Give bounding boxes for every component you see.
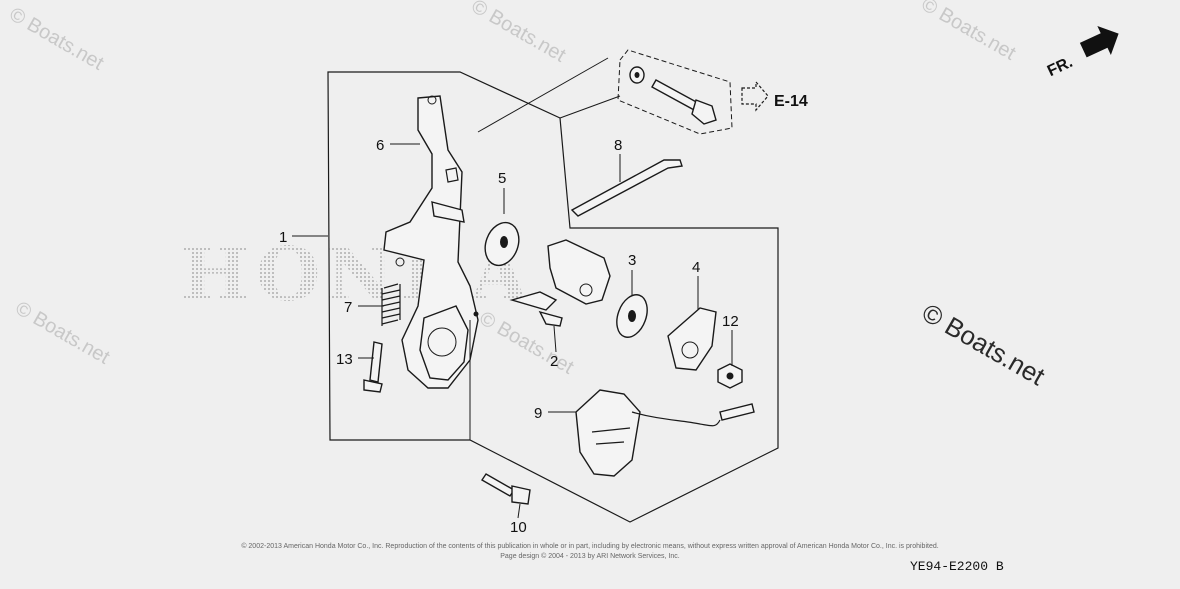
control-knob-part <box>575 389 641 477</box>
cable-part <box>631 411 721 427</box>
callout-5: 5 <box>498 170 506 187</box>
callout-3: 3 <box>628 252 636 269</box>
brand-watermark: HONDA <box>180 232 534 318</box>
spring-part <box>381 283 401 326</box>
callout-13: 13 <box>336 351 353 368</box>
callout-labels: 1 6 5 8 7 13 3 4 12 2 9 10 <box>279 137 739 536</box>
callout-8: 8 <box>614 137 622 154</box>
plate-part <box>667 307 717 371</box>
watermark-layer: © Boats.net © Boats.net © Boats.net © Bo… <box>6 0 1020 379</box>
stud-part <box>431 201 465 223</box>
diagram-code: YE94-E2200 B <box>910 559 1004 574</box>
reference-leader <box>477 57 609 133</box>
rod-part <box>570 159 683 217</box>
callout-12: 12 <box>722 313 739 330</box>
direction-arrow-icon <box>1079 25 1119 58</box>
lever-part <box>547 239 611 305</box>
callout-2: 2 <box>550 353 558 370</box>
bolt-part <box>369 341 383 383</box>
callout-10: 10 <box>510 519 527 536</box>
reference-box <box>617 49 733 135</box>
callout-9: 9 <box>534 405 542 422</box>
bolt-part <box>651 79 701 112</box>
watermark-large: © Boats.net <box>917 297 1051 391</box>
callout-1: 1 <box>279 229 287 246</box>
section-reference: E-14 <box>774 93 808 110</box>
reference-leader <box>559 95 621 119</box>
arrow-icon <box>741 80 769 112</box>
callout-7: 7 <box>344 299 352 316</box>
page-design-notice: Page design © 2004 - 2013 by ARI Network… <box>500 552 680 560</box>
watermark-text: © Boats.net <box>6 3 108 75</box>
watermark-text: © Boats.net <box>468 0 570 67</box>
watermark-text: © Boats.net <box>12 297 114 369</box>
direction-label: FR. <box>1045 54 1076 80</box>
callout-6: 6 <box>376 137 384 154</box>
callout-4: 4 <box>692 259 700 276</box>
assembly-boundary <box>327 71 779 523</box>
copyright-notice: © 2002-2013 American Honda Motor Co., In… <box>241 542 938 550</box>
bolt-part <box>481 473 515 497</box>
leader-lines <box>292 143 733 519</box>
front-direction-indicator: FR. <box>1045 25 1119 80</box>
watermark-text: © Boats.net <box>918 0 1020 65</box>
